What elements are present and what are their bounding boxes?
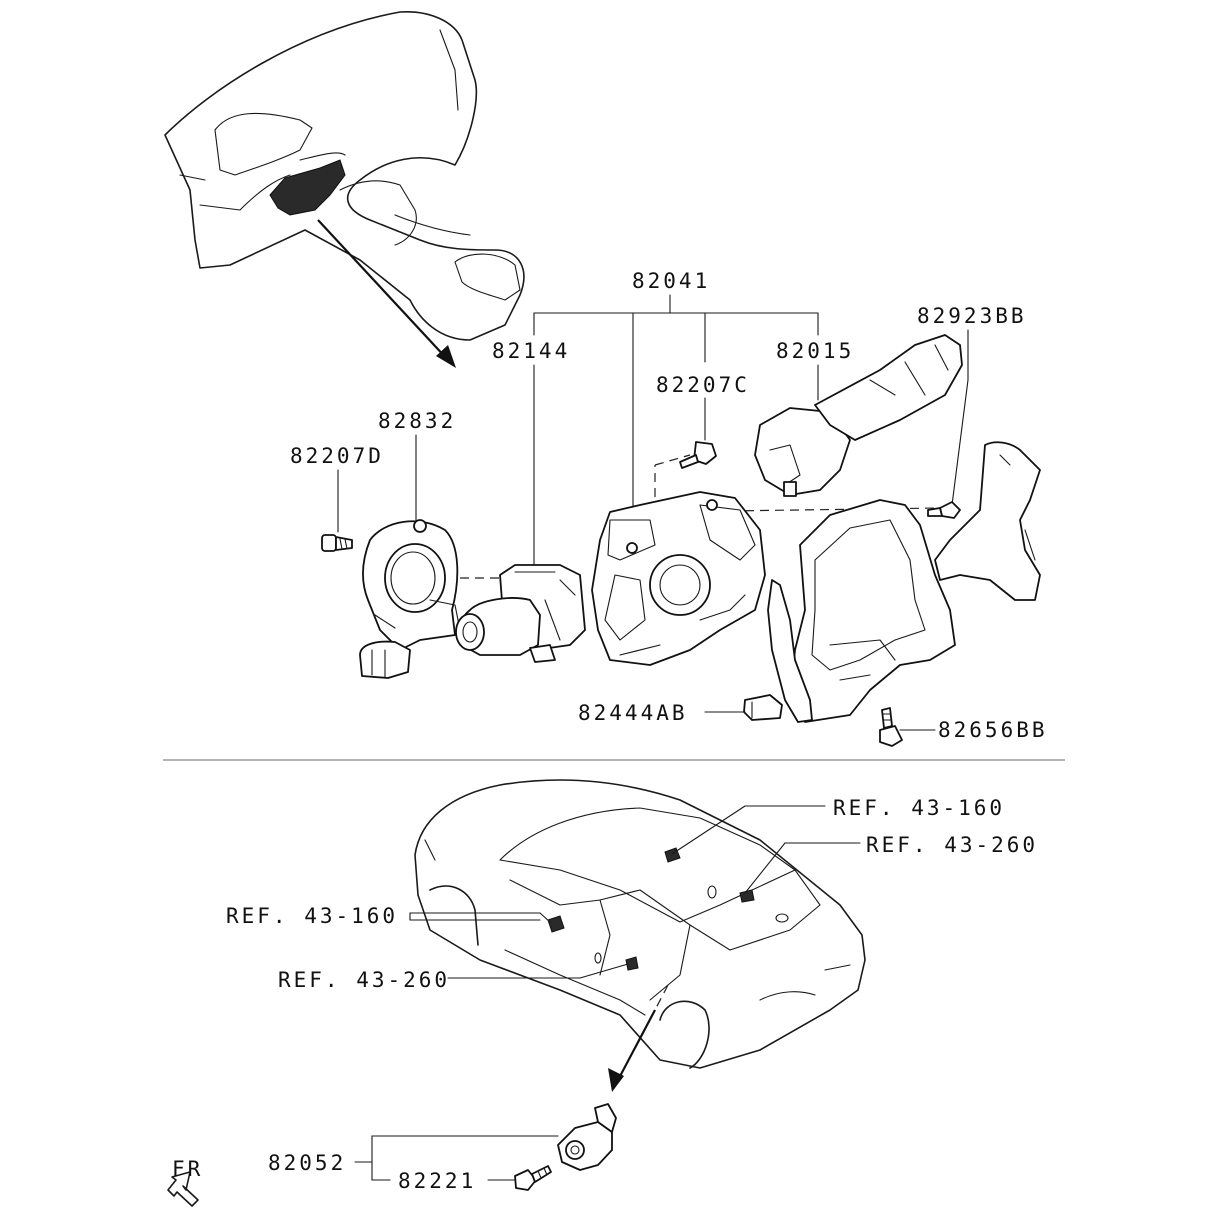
- label-ref-43-260-lower: REF. 43-260: [278, 968, 450, 992]
- ignition-switch-82144: [455, 564, 586, 663]
- lever-switch-82015: [754, 334, 963, 497]
- label-82656BB: 82656BB: [938, 718, 1048, 742]
- location-arrow: [317, 219, 456, 368]
- screw-82207c-icon: [679, 441, 717, 469]
- leader-82052-82221: [354, 1135, 559, 1181]
- column-cover-assembly: [767, 441, 1041, 723]
- label-82207C: 82207C: [656, 373, 750, 397]
- dashboard-outline: [164, 11, 525, 341]
- label-82923BB: 82923BB: [917, 304, 1027, 328]
- leader-82041: [533, 294, 819, 511]
- label-82041: 82041: [632, 269, 710, 293]
- label-82444AB: 82444AB: [578, 701, 688, 725]
- label-82832: 82832: [378, 409, 456, 433]
- column-switch-location-icon: [269, 152, 346, 216]
- label-82144: 82144: [492, 339, 570, 363]
- label-82015: 82015: [776, 339, 854, 363]
- label-ref-43-160-left: REF. 43-160: [226, 904, 398, 928]
- connector-82444ab: [743, 694, 783, 721]
- label-82052: 82052: [268, 1151, 346, 1175]
- ref-leaders: [409, 805, 861, 979]
- screw-82221-icon: [514, 1165, 552, 1191]
- screw-82656bb-icon: [879, 707, 903, 747]
- clock-spring-82832: [359, 519, 461, 679]
- label-82207D: 82207D: [290, 444, 384, 468]
- sensor-82052: [557, 1103, 617, 1171]
- label-ref-43-160-upper: REF. 43-160: [833, 796, 1005, 820]
- leader-82923BB: [951, 329, 969, 506]
- front-direction-arrow-icon: [167, 1171, 199, 1207]
- detail-arrow: [608, 984, 669, 1092]
- sensor-marks: [547, 847, 789, 971]
- label-fr: FR: [172, 1157, 203, 1181]
- combination-switch-82041: [591, 491, 766, 666]
- screw-82207d-icon: [321, 534, 353, 552]
- screw-82923bb-icon: [927, 501, 961, 519]
- label-82221: 82221: [398, 1169, 476, 1193]
- label-ref-43-260-upper: REF. 43-260: [866, 833, 1038, 857]
- vehicle-outline: [414, 779, 866, 1069]
